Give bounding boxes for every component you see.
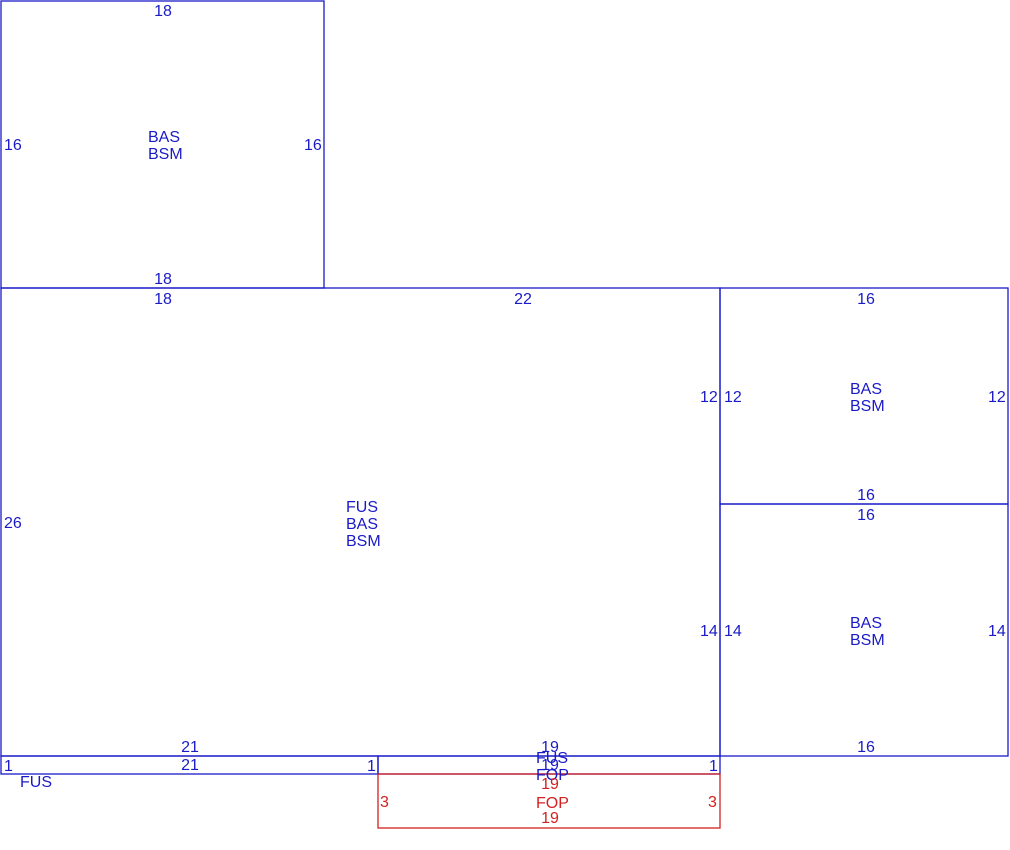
dimension-label: 16 <box>4 137 22 154</box>
right-upper-area: BAS BSM 16 16 12 12 <box>724 291 1006 504</box>
area-code-label: BAS <box>148 129 180 146</box>
dimension-label: 3 <box>380 794 389 811</box>
dimension-label: 21 <box>181 739 199 756</box>
area-code-label: BSM <box>148 146 183 163</box>
main-area: FUS BAS BSM 18 22 26 12 14 21 19 <box>4 291 718 756</box>
strip-left-area: FUS 21 1 1 <box>4 757 376 791</box>
area-code-label: FUS <box>20 774 52 791</box>
dimension-label: 14 <box>700 623 718 640</box>
right-lower-area-outline <box>719 503 1009 757</box>
dimension-label: 12 <box>988 389 1006 406</box>
dimension-label: 19 <box>541 739 559 756</box>
dimension-label: 1 <box>367 758 376 775</box>
porch-area-outline <box>377 773 721 829</box>
dimension-label: 26 <box>4 515 22 532</box>
dimension-label: 1 <box>4 758 13 775</box>
area-code-label: FOP <box>536 795 569 812</box>
area-code-label: FUS <box>346 499 378 516</box>
area-code-label: FUS <box>536 750 568 767</box>
area-code-label: BSM <box>850 398 885 415</box>
dimension-label: 22 <box>514 291 532 308</box>
dimension-label: 16 <box>857 487 875 504</box>
dimension-label: 1 <box>709 758 718 775</box>
area-code-label: BAS <box>346 516 378 533</box>
porch-area: 19 FOP 19 3 3 <box>380 776 717 827</box>
area-outlines <box>0 0 1009 829</box>
dimension-label: 3 <box>708 794 717 811</box>
top-left-area: BAS BSM 18 18 16 16 <box>4 3 322 288</box>
strip-right-area: 19 FUS FOP 1 <box>536 750 718 784</box>
dimension-label: 16 <box>857 507 875 524</box>
dimension-label: 12 <box>700 389 718 406</box>
area-code-label: FOP <box>536 767 569 784</box>
area-code-label: BSM <box>850 632 885 649</box>
right-lower-area: BAS BSM 16 16 14 14 <box>724 507 1006 756</box>
dimension-label: 12 <box>724 389 742 406</box>
dimension-label: 19 <box>541 810 559 827</box>
dimension-label: 18 <box>154 271 172 288</box>
dimension-label: 18 <box>154 3 172 20</box>
dimension-label: 19 <box>541 776 559 793</box>
dimension-label: 16 <box>304 137 322 154</box>
dimension-label: 19 <box>541 757 559 774</box>
dimension-label: 16 <box>857 739 875 756</box>
dimension-label: 14 <box>988 623 1006 640</box>
dimension-label: 18 <box>154 291 172 308</box>
dimension-label: 21 <box>181 757 199 774</box>
area-code-label: BAS <box>850 615 882 632</box>
area-code-label: BSM <box>346 533 381 550</box>
dimension-label: 16 <box>857 291 875 308</box>
dimension-label: 14 <box>724 623 742 640</box>
area-code-label: BAS <box>850 381 882 398</box>
